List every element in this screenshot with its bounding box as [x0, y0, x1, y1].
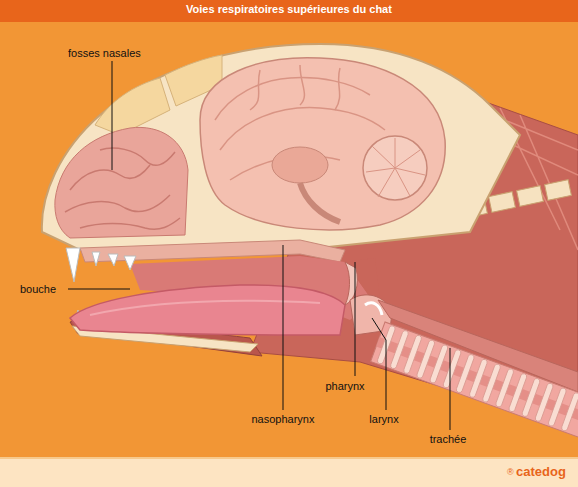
- part-label: fosses nasales: [68, 47, 141, 60]
- brand-logo: catedog: [516, 465, 566, 478]
- brain: [200, 58, 445, 230]
- leader-lines: [68, 61, 450, 430]
- upper-teeth: [66, 248, 136, 282]
- trachea: [371, 322, 578, 440]
- part-label: pharynx: [325, 380, 364, 393]
- title-bar: [0, 0, 578, 22]
- diagram-title: Voies respiratoires supérieures du chat: [0, 3, 578, 16]
- part-label: nasopharynx: [252, 413, 315, 426]
- bottom-band: [0, 458, 578, 487]
- skull: [42, 44, 520, 255]
- cerebellum: [363, 136, 427, 200]
- nasal-turbinates: [55, 127, 188, 238]
- part-label: bouche: [20, 283, 56, 296]
- part-label: trachée: [430, 433, 467, 446]
- tongue: [70, 285, 345, 335]
- registered-mark: ®: [507, 466, 514, 479]
- part-label: larynx: [369, 413, 398, 426]
